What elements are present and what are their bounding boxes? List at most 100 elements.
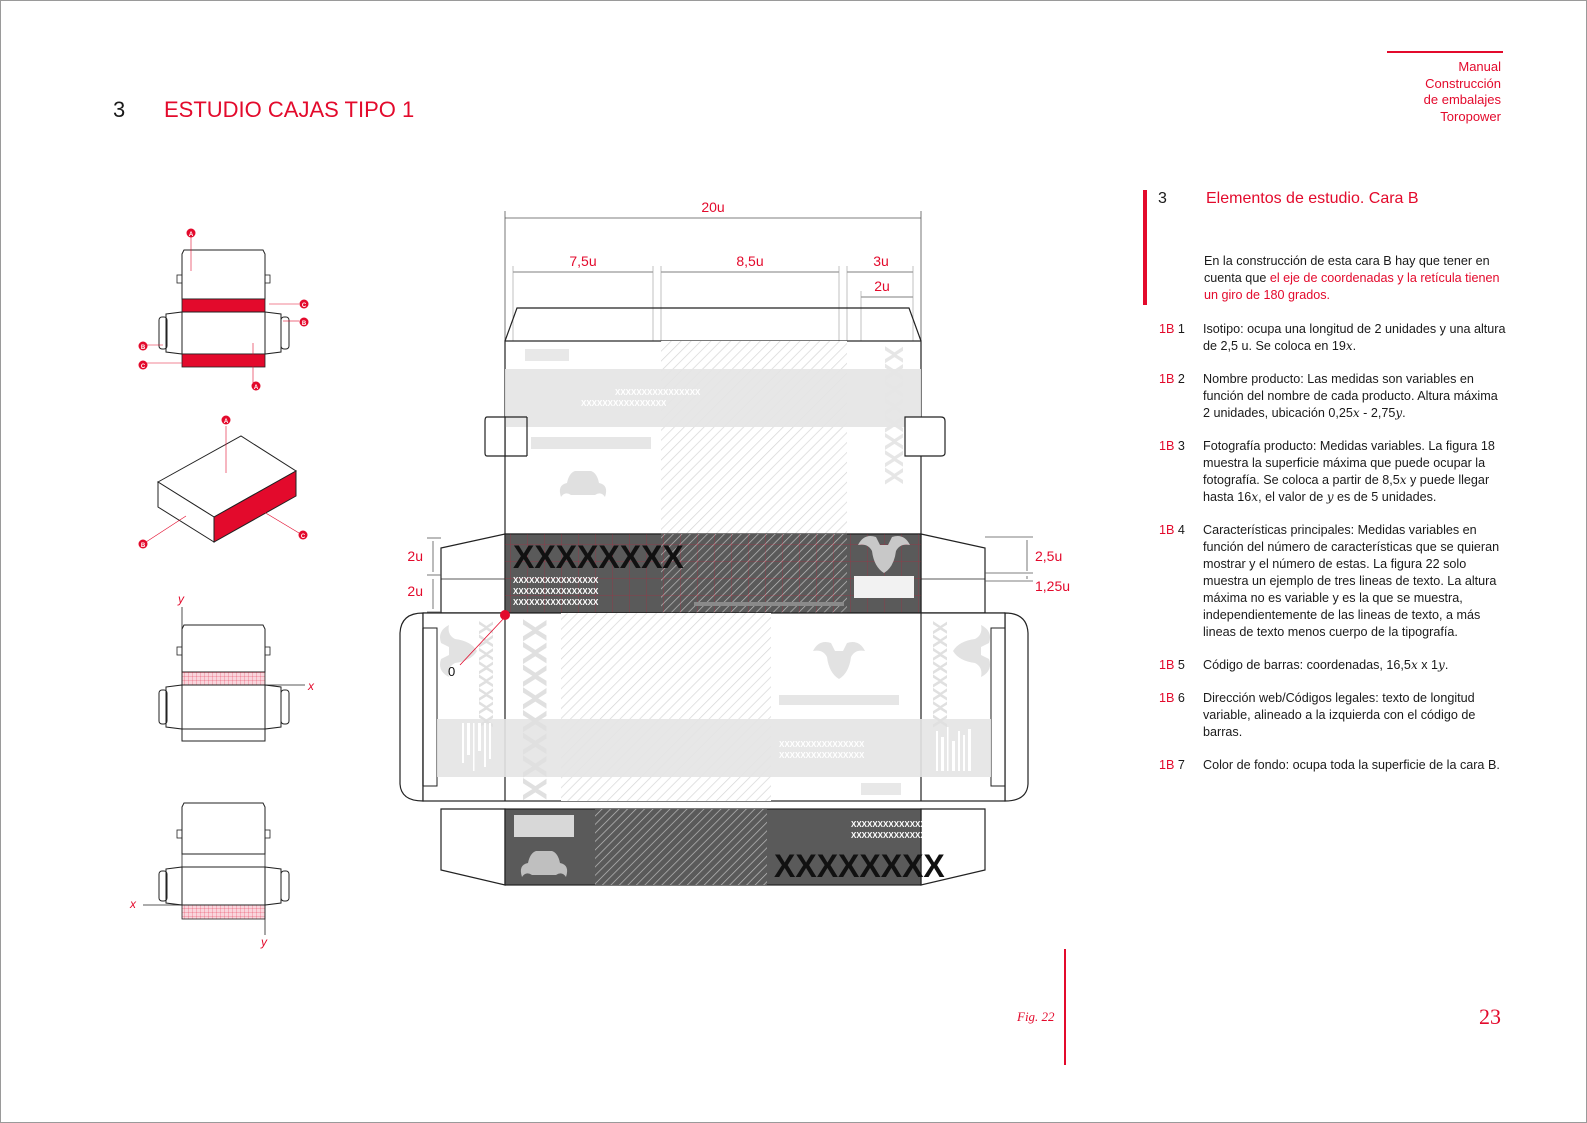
axis-x-label: x [129, 897, 137, 911]
thumb-grid-axes-1: y x [158, 592, 315, 742]
item-text-part: Dirección web/Códigos legales: texto de … [1203, 691, 1476, 739]
item-text-part: , el valor de [1258, 490, 1327, 504]
item-code-prefix: 1B [1159, 523, 1175, 537]
item-variable: y [1438, 658, 1445, 672]
placeholder-big: XXXXXXXX [515, 619, 553, 801]
item-text: Nombre producto: Las medidas son variabl… [1203, 371, 1508, 422]
item-text-part: Isotipo: ocupa una longitud de 2 unidade… [1203, 322, 1506, 353]
item-code: 1B 4 [1159, 522, 1185, 539]
marker-a-label: A [224, 419, 229, 425]
page-number: 23 [1479, 1004, 1501, 1029]
item-code-number: 5 [1177, 658, 1185, 672]
item-text: Color de fondo: ocupa toda la superficie… [1203, 757, 1508, 774]
item-variable: x [1399, 473, 1407, 487]
dim-right-top-label: 2,5u [1035, 548, 1062, 564]
list-item: 1B 4 Características principales: Medidas… [1159, 522, 1519, 641]
marker-c-label: C [141, 364, 146, 370]
item-text-part: y puede llegar hasta 16 [1203, 473, 1490, 504]
item-code-number: 1 [1177, 322, 1185, 336]
item-variable: x [1352, 406, 1360, 420]
item-variable: x [1251, 490, 1259, 504]
item-code: 1B 5 [1159, 657, 1185, 674]
dieline-diagram: 20u 7,5u 8,5u 3u 2u XXXXXXXXXXXXXXXX XXX… [399, 199, 1070, 886]
item-text-part: Fotografía producto: Medidas variables. … [1203, 439, 1495, 487]
section-number: 3 [113, 97, 126, 122]
axis-x-label: x [307, 679, 315, 693]
item-text-part: Nombre producto: Las medidas son variabl… [1203, 372, 1498, 420]
list-item: 1B 3 Fotografía producto: Medidas variabl… [1159, 438, 1519, 506]
item-text: Isotipo: ocupa una longitud de 2 unidade… [1203, 321, 1508, 355]
dim-d-label: 2u [874, 278, 890, 294]
marker-a-label: A [189, 232, 194, 238]
item-text-part: Código de barras: coordenadas, 16,5 [1203, 658, 1411, 672]
content-title: Elementos de estudio. Cara B [1206, 190, 1419, 207]
placeholder-small: XXXXXXXXXXXXXXXX [851, 831, 937, 840]
manual-line: de embalajes [1423, 92, 1501, 107]
section-title: ESTUDIO CAJAS TIPO 1 [164, 97, 415, 122]
marker-c-label: C [301, 534, 306, 540]
item-code-prefix: 1B [1159, 322, 1175, 336]
item-text-part: - 2,75 [1359, 406, 1396, 420]
item-code-prefix: 1B [1159, 691, 1175, 705]
marker-b-label: B [141, 345, 146, 351]
item-text-part: . [1352, 339, 1357, 353]
manual-line: Toropower [1440, 108, 1501, 124]
manual-line: Manual [1458, 59, 1501, 74]
item-text-part: x 1 [1417, 658, 1439, 672]
item-text: Código de barras: coordenadas, 16,5x x 1… [1203, 657, 1508, 674]
marker-c-label: C [302, 303, 307, 309]
thumb-isometric-box: A B C [138, 415, 308, 549]
barcode [462, 723, 971, 771]
item-code: 1B 1 [1159, 321, 1185, 338]
header-rule [1387, 51, 1503, 53]
axis-y-label: y [260, 935, 268, 949]
item-variable: x [1345, 339, 1353, 353]
item-text-part: Características principales: Medidas var… [1203, 523, 1500, 639]
dim-a-label: 7,5u [569, 253, 596, 269]
placeholder-small: XXXXXXXXXXXXXXXX [779, 751, 865, 760]
placeholder-small: XXXXXXXXXXXXXXXX [779, 740, 865, 749]
placeholder-big: XXXXXXXX [928, 621, 950, 728]
placeholder-big: XXXXXXXX [879, 346, 909, 485]
marker-b-label: B [141, 543, 146, 549]
list-item: 1B 7 Color de fondo: ocupa toda la superf… [1159, 757, 1519, 774]
middle-panel: XXXXXXXX XXXXXXXX XXXXXXXX XXXXXXXXXXXXX… [399, 612, 1029, 802]
list-item: 1B 2 Nombre producto: Las medidas son var… [1159, 371, 1519, 422]
item-text: Fotografía producto: Medidas variables. … [1203, 438, 1508, 506]
dim-left-top-label: 2u [407, 548, 423, 564]
marker-b-label: B [302, 321, 307, 327]
section-accent-bar [1143, 190, 1147, 305]
bottom-panel: XXXXXXXXXXXXXXXX XXXXXXXXXXXXXXXX XXXXXX… [440, 808, 986, 886]
thumb-grid-axes-2: x y [129, 802, 290, 949]
item-text-part: es de 5 unidades. [1333, 490, 1437, 504]
placeholder-big: XXXXXXXX [474, 621, 496, 728]
item-text-part: . [1444, 658, 1449, 672]
item-text-part: Color de fondo: ocupa toda la superficie… [1203, 758, 1500, 772]
axis-y-label: y [177, 592, 185, 606]
item-text: Dirección web/Códigos legales: texto de … [1203, 690, 1508, 741]
item-code-number: 6 [1177, 691, 1185, 705]
content-number: 3 [1158, 190, 1167, 207]
intro-highlight: el eje de coordenadas y la retícula tien… [1204, 271, 1500, 302]
list-item: 1B 6 Dirección web/Códigos legales: texto… [1159, 690, 1519, 741]
element-list: 1B 1 Isotipo: ocupa una longitud de 2 uni… [1159, 321, 1519, 790]
dim-c-label: 3u [873, 253, 889, 269]
item-text: Características principales: Medidas var… [1203, 522, 1508, 641]
features-line: XXXXXXXXXXXXXXXX [513, 598, 599, 607]
item-code: 1B 2 [1159, 371, 1185, 388]
item-variable: y [1326, 490, 1334, 504]
item-code-prefix: 1B [1159, 658, 1175, 672]
item-code: 1B 3 [1159, 438, 1185, 455]
features-line: XXXXXXXXXXXXXXXX [513, 576, 599, 585]
dim-right-bottom-label: 1,25u [1035, 578, 1070, 594]
placeholder-small: XXXXXXXXXXXXXXXX [581, 399, 667, 408]
item-code: 1B 7 [1159, 757, 1185, 774]
item-code: 1B 6 [1159, 690, 1185, 707]
footer-rule [1064, 949, 1066, 1065]
item-code-prefix: 1B [1159, 758, 1175, 772]
dim-total-label: 20u [701, 199, 724, 215]
item-code-number: 2 [1177, 372, 1185, 386]
top-panel: XXXXXXXXXXXXXXXX XXXXXXXXXXXXXXXX XXXXXX… [484, 307, 946, 535]
